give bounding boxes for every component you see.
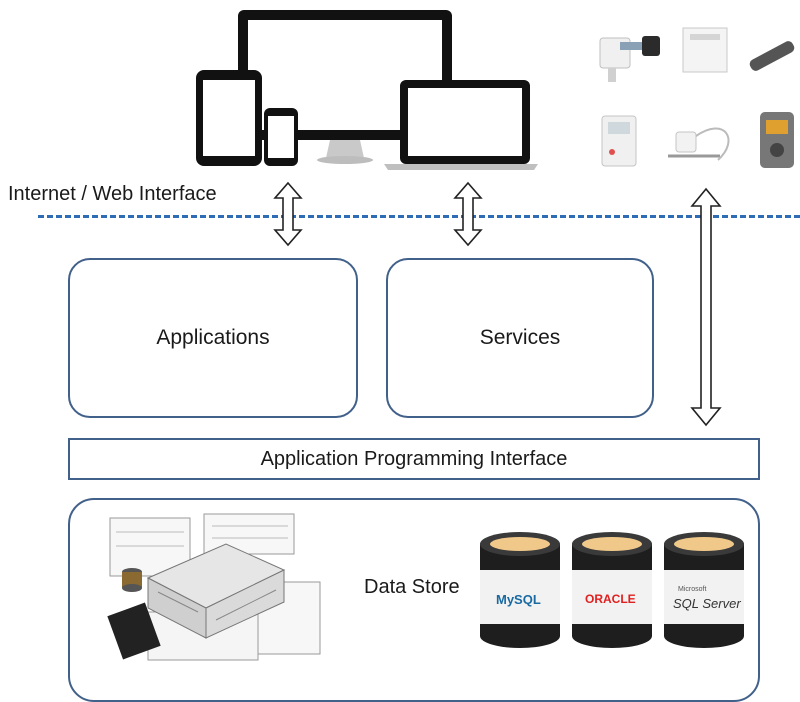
- database-sqlserver: [664, 532, 744, 648]
- double-arrow-services: [453, 181, 483, 247]
- duct-sensor-icon: [599, 36, 660, 82]
- services-label: Services: [479, 326, 561, 349]
- database-oracle: [572, 532, 652, 648]
- oracle-logo: ORACLE: [585, 592, 636, 606]
- sensors-illustration: [599, 27, 795, 168]
- internet-web-interface-label: Internet / Web Interface: [8, 183, 217, 205]
- services-box[interactable]: Services: [386, 258, 654, 418]
- applications-box[interactable]: Applications: [68, 258, 358, 418]
- double-arrow-sensors: [690, 187, 722, 427]
- controller-icon: [601, 115, 637, 167]
- api-label: Application Programming Interface: [260, 447, 568, 470]
- internet-boundary-line: [38, 215, 800, 218]
- data-store-label: Data Store: [364, 576, 460, 598]
- sqlserver-logo: SQL Server: [673, 596, 741, 611]
- cable-sensor-icon: [668, 127, 730, 161]
- building-model-illustration: [107, 513, 321, 661]
- devices-illustration: [196, 10, 538, 170]
- applications-label: Applications: [156, 326, 270, 349]
- double-arrow-applications: [273, 181, 303, 247]
- actuator-icon: [760, 112, 794, 168]
- pressure-probe-icon: [749, 41, 795, 71]
- database-mysql: [480, 532, 560, 648]
- mysql-logo: MySQL: [496, 592, 541, 607]
- api-bar[interactable]: Application Programming Interface: [68, 438, 760, 480]
- room-sensor-icon: [682, 27, 728, 73]
- sqlserver-logo-small: Microsoft: [678, 586, 707, 593]
